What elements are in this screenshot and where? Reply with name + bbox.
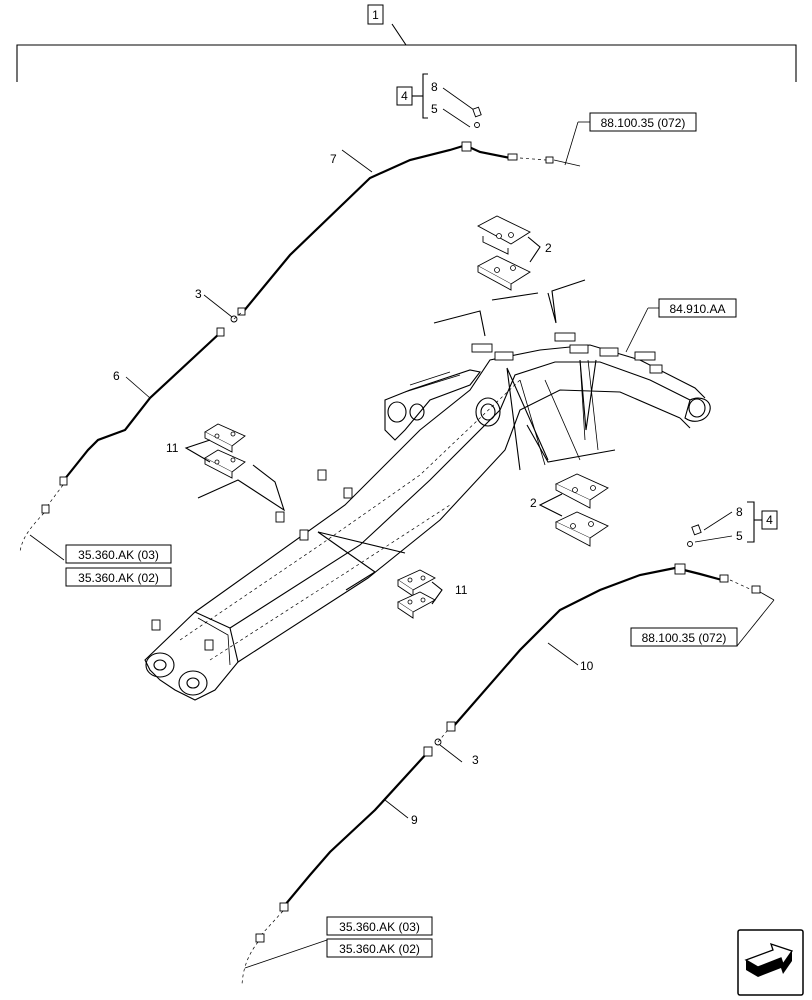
fitting-item-3-upper: 3 xyxy=(195,287,243,323)
boom-callout-lines xyxy=(197,279,616,591)
pipe-item-6: 6 xyxy=(19,327,225,561)
ref-35-360-03-left[interactable]: 35.360.AK (03) xyxy=(65,544,172,564)
callout-4-upper: 4 xyxy=(401,89,408,103)
ref-35-360-02-lower[interactable]: 35.360.AK (02) xyxy=(326,938,433,958)
fitting-item-3-lower: 3 xyxy=(434,730,479,767)
callout-9: 9 xyxy=(411,813,418,827)
callout-5-lower: 5 xyxy=(736,529,743,543)
callout-2-top: 2 xyxy=(545,241,552,255)
callout-11-left: 11 xyxy=(166,441,179,455)
pipe-item-10: 10 xyxy=(446,563,775,732)
kit-callout-lower: 8 5 4 xyxy=(687,501,778,547)
svg-text:35.360.AK (03): 35.360.AK (03) xyxy=(339,920,420,934)
callout-4-lower: 4 xyxy=(766,513,773,527)
assembly-bracket: 1 xyxy=(16,4,797,82)
svg-text:84.910.AA: 84.910.AA xyxy=(669,302,725,316)
callout-7: 7 xyxy=(330,152,337,166)
pipe-item-9: 9 xyxy=(241,746,433,986)
plate-item-2-lower: 2 xyxy=(530,473,609,547)
callout-5-upper: 5 xyxy=(431,102,438,116)
ref-88-100-35-lower[interactable]: 88.100.35 (072) xyxy=(630,599,775,647)
plate-item-2-top: 2 xyxy=(477,215,552,291)
svg-text:35.360.AK (03): 35.360.AK (03) xyxy=(78,548,159,562)
kit-callout-upper: 4 8 5 xyxy=(396,73,482,128)
svg-text:88.100.35 (072): 88.100.35 (072) xyxy=(601,116,686,130)
svg-text:88.100.35 (072): 88.100.35 (072) xyxy=(642,631,727,645)
clamp-item-11-left: 11 xyxy=(166,423,246,479)
callout-8-upper: 8 xyxy=(431,80,438,94)
clamp-item-11-middle: 11 xyxy=(397,569,468,619)
svg-text:35.360.AK (02): 35.360.AK (02) xyxy=(78,571,159,585)
callout-2-lower: 2 xyxy=(530,496,537,510)
callout-8-lower: 8 xyxy=(736,505,743,519)
callout-1: 1 xyxy=(372,8,379,22)
pipe-item-7: 7 xyxy=(237,141,581,316)
boom-structure xyxy=(144,332,711,701)
callout-11-middle: 11 xyxy=(455,583,468,597)
ref-35-360-02-left[interactable]: 35.360.AK (02) xyxy=(65,567,172,587)
callout-10: 10 xyxy=(580,659,594,673)
ref-88-100-35-top[interactable]: 88.100.35 (072) xyxy=(564,112,697,166)
svg-text:35.360.AK (02): 35.360.AK (02) xyxy=(339,942,420,956)
callout-3-upper: 3 xyxy=(195,287,202,301)
callout-6: 6 xyxy=(113,369,120,383)
ref-84-910[interactable]: 84.910.AA xyxy=(625,298,737,353)
ref-35-360-03-lower[interactable]: 35.360.AK (03) xyxy=(326,916,433,936)
next-page-arrow-icon[interactable] xyxy=(737,929,804,996)
callout-3-lower: 3 xyxy=(472,753,479,767)
